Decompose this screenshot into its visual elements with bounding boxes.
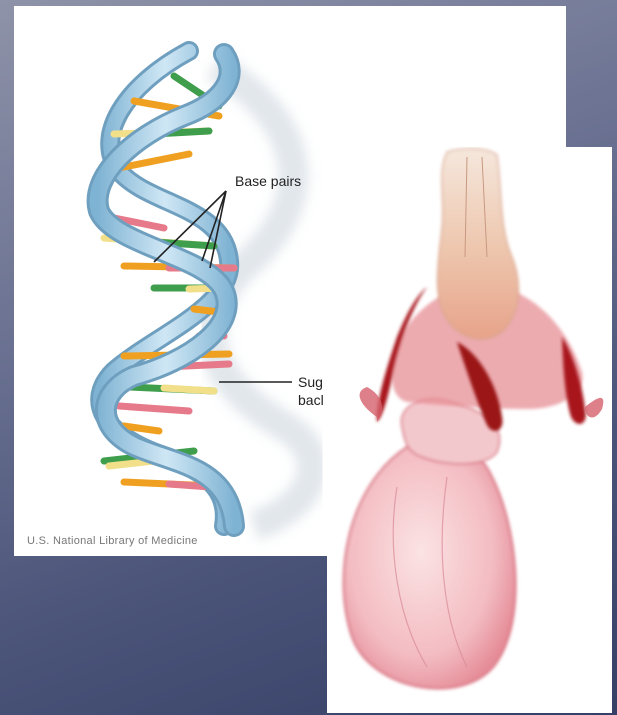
- specimen-photo-panel: [327, 147, 612, 713]
- image-credit: U.S. National Library of Medicine: [27, 535, 198, 547]
- sugar-phosphate-backbone-label: Sug: [298, 374, 323, 390]
- bursa-copulatrix: [344, 440, 516, 688]
- base-pair: [164, 388, 214, 391]
- base-pairs-label: Base pairs: [235, 173, 301, 189]
- uncus-tower: [437, 149, 518, 340]
- sugar-phosphate-backbone-label-line2: bacl: [298, 392, 324, 408]
- moth-genitalia-specimen-image: [327, 147, 612, 713]
- base-pair: [124, 426, 159, 431]
- base-pair: [119, 406, 189, 411]
